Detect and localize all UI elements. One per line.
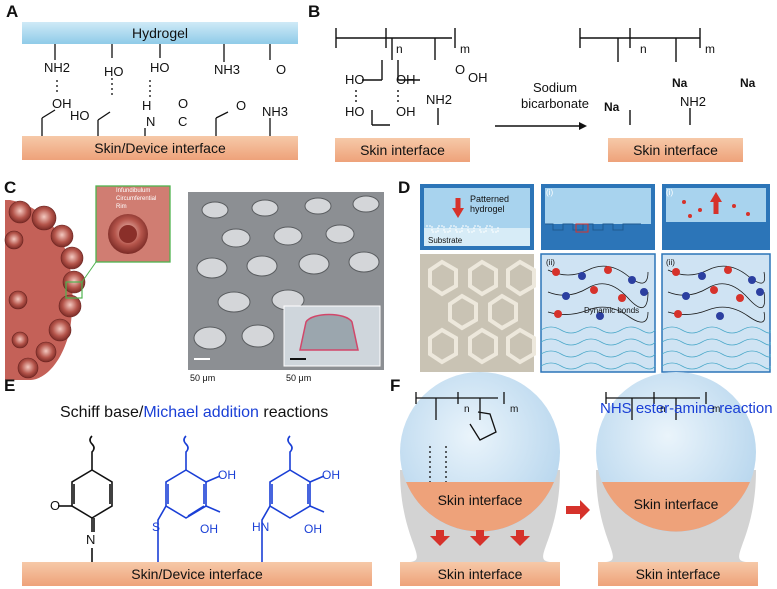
patterned-label-2: hydrogel [470, 204, 505, 214]
f-interface-right-inner: Skin interface [633, 496, 719, 512]
subscript-n-b-left: n [396, 42, 403, 56]
group-ho-bottom: HO [70, 108, 90, 123]
substrate-label: Substrate [428, 236, 463, 245]
title-reactions: reactions [258, 404, 329, 421]
panel-e-label: E [4, 376, 16, 395]
group-o-bottom: O [178, 96, 189, 111]
na-label-1: Na [604, 100, 620, 114]
skin-interface-b-left: Skin interface [335, 138, 470, 162]
b-group-o: O [455, 62, 466, 77]
inset-label-infundibulum: Infundibulum [116, 188, 151, 194]
na-label-3: Na [740, 76, 756, 90]
step-ii-label-2: (ii) [666, 258, 675, 267]
e-oh-label-1: OH [218, 468, 236, 482]
b-group-oh: OH [396, 72, 416, 87]
step-i-label-2: (i) [666, 188, 674, 197]
reagent-line-2: bicarbonate [521, 96, 589, 111]
group-ho-top: HO [104, 64, 124, 79]
skin-device-interface-e: Skin/Device interface [22, 562, 372, 586]
inset-label-rim: Rim [116, 204, 127, 210]
e-oh-label-3: OH [322, 468, 340, 482]
interface-label-b-left: Skin interface [360, 142, 445, 158]
scale-bar-left: 50 μm [190, 373, 216, 383]
b-group-ho: HO [345, 72, 365, 87]
b-group-oh-2: OH [468, 70, 488, 85]
panel-e-title: Schiff base/Michael addition reactions [60, 404, 328, 422]
e-s-label: S [152, 520, 161, 534]
scale-bar-right: 50 μm [286, 373, 312, 383]
f-subscript-n-left: n [464, 404, 470, 415]
e-n-label: N [86, 532, 96, 547]
group-oh-bottom: OH [52, 96, 72, 111]
b-group-nh2-right: NH2 [680, 94, 707, 109]
step-ii-label: (ii) [546, 258, 555, 267]
b-group-ho-2: HO [345, 104, 365, 119]
subscript-m-b-right: m [705, 42, 715, 56]
reagent-line-1: Sodium [532, 80, 578, 95]
group-o-top: O [276, 62, 287, 77]
panel-b-label: B [308, 2, 321, 21]
panel-d-label: D [398, 178, 411, 197]
group-n-bottom: N [146, 114, 156, 129]
skin-interface-f-right: Skin interface [598, 562, 758, 586]
patterned-label-1: Patterned [470, 194, 510, 204]
f-interface-right-bottom: Skin interface [635, 566, 721, 582]
title-schiff-base: Schiff base/ [60, 404, 144, 421]
f-interface-left-inner: Skin interface [437, 492, 523, 508]
nhs-title: NHS ester-amine reaction [600, 400, 773, 417]
f-interface-left-bottom: Skin interface [437, 566, 523, 582]
skin-interface-b-right: Skin interface [608, 138, 743, 162]
group-o-bottom-2: O [236, 98, 247, 113]
f-subscript-n-right: n [660, 404, 666, 415]
e-o-label: O [50, 498, 61, 513]
group-nh3-bottom: NH3 [262, 104, 289, 119]
panel-c-label: C [4, 178, 17, 197]
panel-f-label: F [390, 376, 401, 395]
f-subscript-m-left: m [510, 404, 519, 415]
skin-device-interface-a: Skin/Device interface [22, 136, 298, 160]
group-nh2-top: NH2 [44, 60, 71, 75]
group-nh3-top: NH3 [214, 62, 241, 77]
hydrogel-layer: Hydrogel [22, 22, 298, 44]
e-hn-label: HN [252, 520, 270, 534]
subscript-n-b-right: n [640, 42, 647, 56]
panel-a-label: A [6, 2, 19, 21]
e-oh-label-4: OH [304, 522, 322, 536]
interface-label-a: Skin/Device interface [94, 140, 226, 156]
group-h-bottom: H [142, 98, 152, 113]
skin-interface-f-left: Skin interface [400, 562, 560, 586]
b-group-nh2: NH2 [426, 92, 453, 107]
na-label-2: Na [672, 76, 688, 90]
subscript-m-b-left: m [460, 42, 470, 56]
e-oh-label-2: OH [200, 522, 218, 536]
inset-label-circumferential: Circumferential [116, 196, 157, 202]
hydrogel-label: Hydrogel [131, 25, 189, 41]
step-i-label: (i) [546, 188, 554, 197]
interface-label-b-right: Skin interface [633, 142, 718, 158]
dynamic-bonds-label: Dynamic bonds [584, 306, 640, 315]
f-subscript-m-right: m [712, 404, 721, 415]
title-michael-addition: Michael addition [143, 404, 259, 421]
interface-label-e: Skin/Device interface [131, 566, 263, 582]
group-ho-top-2: HO [150, 60, 170, 75]
group-c-bottom: C [178, 114, 188, 129]
b-group-oh-3: OH [396, 104, 416, 119]
